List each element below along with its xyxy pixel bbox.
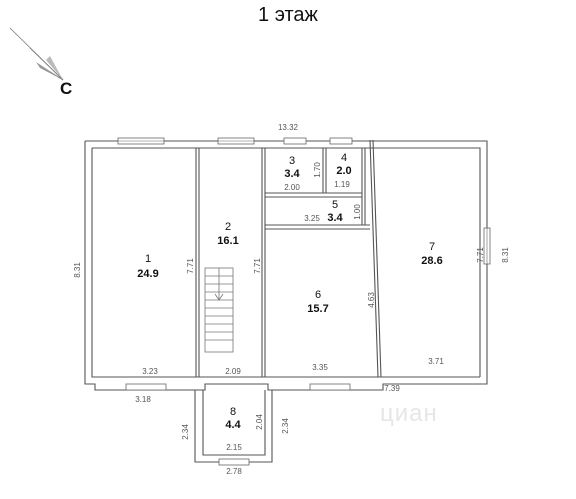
north-arrow: [9, 27, 64, 81]
room-1-area: 24.9: [137, 268, 158, 280]
interior-walls: [195, 139, 382, 378]
dim-room8-bottom: 2.15: [226, 443, 242, 452]
room-5-number: 5: [332, 199, 338, 211]
room-2-number: 2: [225, 221, 231, 233]
dim-room7-bottom: 3.71: [428, 357, 444, 366]
dim-room5-width: 3.25: [304, 214, 320, 223]
room-5-area: 3.4: [327, 212, 343, 224]
dim-room3-width: 2.00: [284, 183, 300, 192]
dim-right-height: 8.31: [501, 247, 510, 263]
dim-room1-bottom: 3.23: [142, 367, 158, 376]
room-4-area: 2.0: [336, 165, 351, 177]
room-7-number: 7: [429, 241, 435, 253]
room-4-number: 4: [341, 152, 347, 164]
annex-walls: [194, 390, 273, 466]
dim-top-width: 13.32: [278, 123, 299, 132]
room-3-area: 3.4: [284, 168, 300, 180]
dim-room2-bottom: 2.09: [225, 367, 241, 376]
room-6-number: 6: [315, 289, 321, 301]
dim-room4-width: 1.19: [334, 180, 350, 189]
dim-room8-left: 2.34: [181, 424, 190, 440]
floor-title: 1 этаж: [258, 4, 318, 26]
dim-room8-right: 2.34: [281, 418, 290, 434]
dim-room8-inner: 2.04: [255, 414, 264, 430]
dim-left-height: 8.31: [73, 262, 82, 278]
room-1-number: 1: [145, 253, 151, 265]
room-3-number: 3: [289, 155, 295, 167]
room-labels: 1 24.9 2 16.1 3 3.4 4 2.0 5 3.4 6 15.7 7…: [137, 152, 442, 431]
room-6-area: 15.7: [307, 303, 328, 315]
watermark: циан: [380, 400, 438, 427]
room-7-area: 28.6: [421, 255, 442, 267]
dim-room2-height: 7.71: [253, 258, 262, 274]
dim-room6-height: 4.63: [367, 292, 376, 308]
dimension-labels: 13.32 8.31 8.31 7.71 7.71 7.71 3.23 2.09…: [73, 123, 510, 476]
room-8-number: 8: [230, 406, 236, 418]
outer-walls: [84, 140, 488, 391]
dim-room5-height: 1.00: [353, 204, 362, 220]
dim-room3-height: 1.70: [313, 162, 322, 178]
dim-room1-height: 7.71: [186, 258, 195, 274]
north-label: С: [60, 79, 73, 98]
dim-outer-bottom-left: 3.18: [135, 395, 151, 404]
dim-outer-bottom-mid: 7.39: [384, 384, 400, 393]
dim-room6-bottom: 3.35: [312, 363, 328, 372]
windows: [117, 137, 491, 391]
room-8-area: 4.4: [225, 419, 241, 431]
staircase: [204, 267, 234, 353]
room-2-area: 16.1: [217, 235, 238, 247]
dim-room7-height: 7.71: [476, 247, 485, 263]
dim-room8-outer-bottom: 2.78: [226, 467, 242, 476]
